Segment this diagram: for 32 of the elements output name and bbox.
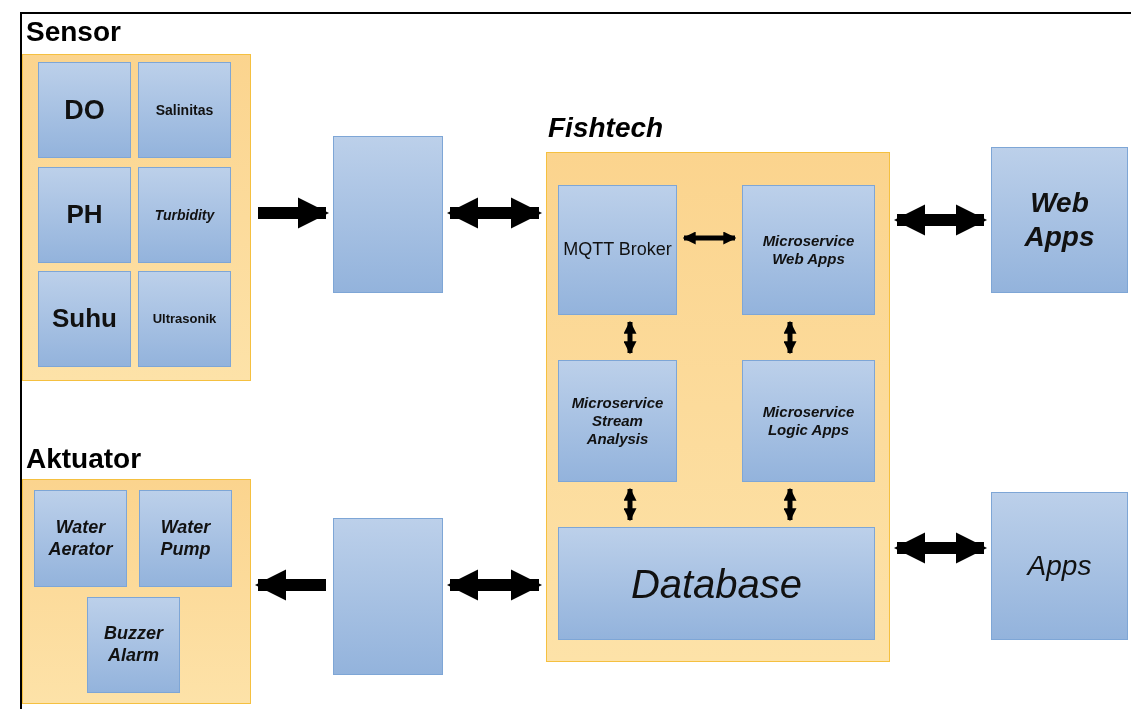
double-arrow: [446, 197, 543, 229]
double-arrow: [682, 231, 737, 245]
component-box: Suhu: [38, 271, 131, 367]
double-arrow: [893, 532, 988, 564]
component-box: Database: [558, 527, 875, 640]
arrow: [258, 197, 330, 229]
arrow: [254, 569, 326, 601]
group-heading: Fishtech: [548, 114, 664, 142]
double-arrow: [623, 487, 637, 522]
double-arrow: [623, 320, 637, 355]
component-box: MQTT Broker: [558, 185, 677, 315]
component-box: Microservice Stream Analysis: [558, 360, 677, 482]
double-arrow: [783, 320, 797, 355]
component-box: Turbidity: [138, 167, 231, 263]
component-box: Ultrasonik: [138, 271, 231, 367]
double-arrow: [893, 204, 988, 236]
group-heading: Aktuator: [26, 445, 142, 473]
component-box: Microservice Logic Apps: [742, 360, 875, 482]
component-box: Salinitas: [138, 62, 231, 158]
component-box: Apps: [991, 492, 1128, 640]
component-box: DO: [38, 62, 131, 158]
double-arrow: [446, 569, 543, 601]
component-box: Web Apps: [991, 147, 1128, 293]
component-box: Water Aerator: [34, 490, 127, 587]
component-box: PH: [38, 167, 131, 263]
component-box: Buzzer Alarm: [87, 597, 180, 693]
double-arrow: [783, 487, 797, 522]
component-box: [333, 518, 443, 675]
group-heading: Sensor: [26, 18, 121, 46]
component-box: Water Pump: [139, 490, 232, 587]
component-box: [333, 136, 443, 293]
component-box: Microservice Web Apps: [742, 185, 875, 315]
